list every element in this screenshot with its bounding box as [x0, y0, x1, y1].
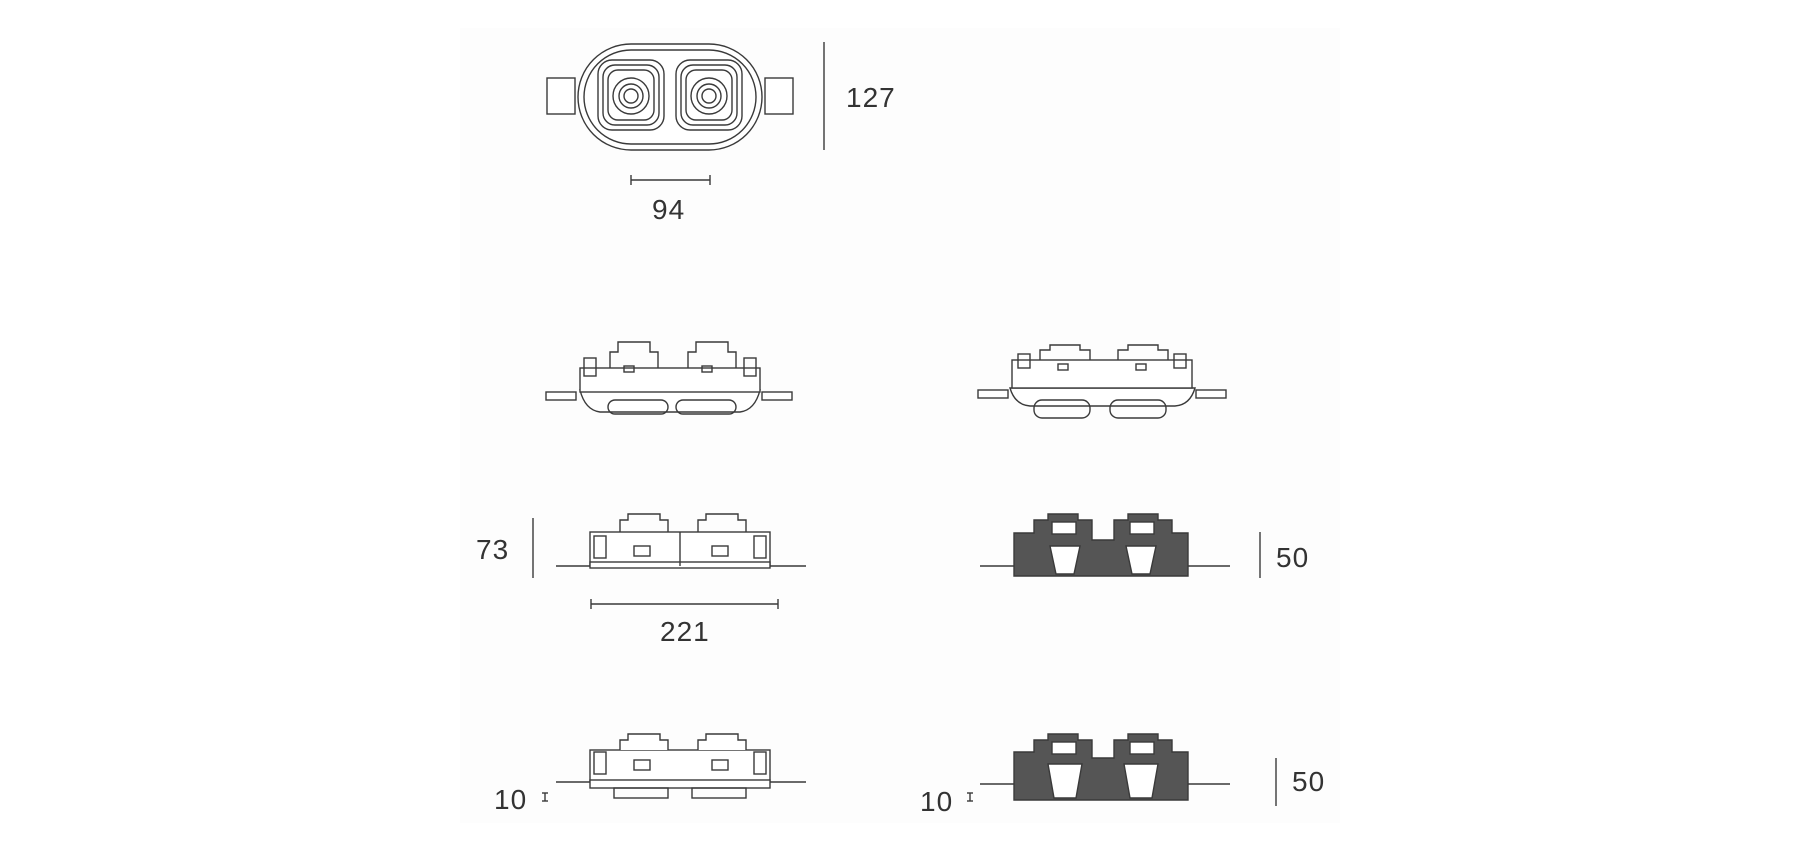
side-view-left [532, 513, 806, 609]
drawing-area [460, 28, 1340, 823]
iso-view-left [545, 341, 793, 415]
bottom-view-right [967, 733, 1277, 806]
side-view-right [980, 513, 1261, 578]
dim-flange-right: 10 [920, 786, 954, 817]
dim-top-height: 127 [846, 82, 896, 113]
dim-trimless-height-bottom: 50 [1292, 766, 1326, 797]
dim-top-width: 94 [652, 194, 686, 225]
dim-flange-left: 10 [494, 784, 528, 815]
bottom-view-left [542, 733, 806, 802]
dim-trimless-height: 50 [1276, 542, 1310, 573]
dim-side-height: 73 [476, 534, 510, 565]
iso-view-right [977, 344, 1227, 419]
top-view [546, 42, 825, 185]
dim-side-width: 221 [660, 616, 710, 647]
